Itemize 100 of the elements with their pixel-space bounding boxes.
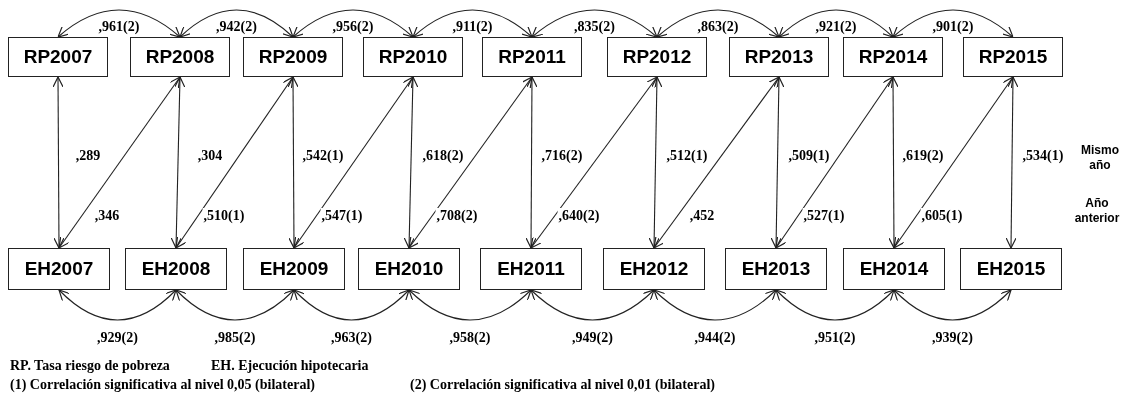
edge-label: ,929(2)	[96, 330, 139, 346]
variable-box	[603, 248, 705, 290]
double-arrow	[770, 76, 785, 249]
double-arrow	[57, 9, 181, 38]
double-arrow	[775, 289, 895, 321]
edge-label: ,289	[74, 148, 102, 164]
edge-label: ,716(2)	[540, 148, 584, 164]
footnote: RP. Tasa riesgo de pobreza	[10, 358, 170, 374]
variable-box	[480, 248, 582, 290]
edge-label: ,512(1)	[665, 148, 709, 164]
variable-name: RP2013	[744, 46, 814, 68]
variable-name: EH2007	[24, 258, 94, 280]
double-arrow	[293, 289, 410, 321]
edge-label: ,346	[93, 208, 121, 224]
double-arrow	[52, 76, 65, 249]
variable-box	[130, 37, 230, 77]
edge-label: ,985(2)	[213, 330, 257, 346]
double-arrow	[530, 289, 655, 321]
double-arrow	[403, 76, 419, 249]
footnote: (2) Correlación significativa al nivel 0,01 (bilateral)	[410, 377, 715, 393]
double-arrow	[778, 9, 894, 38]
edge-label: ,911(2)	[451, 19, 494, 35]
edge-label: ,949(2)	[571, 330, 614, 346]
double-arrow	[58, 76, 181, 249]
edge-label: ,961(2)	[97, 19, 141, 35]
double-arrow	[412, 9, 533, 38]
edge-label: ,939(2)	[931, 330, 974, 346]
double-arrow	[293, 76, 414, 249]
variable-name: EH2012	[619, 258, 689, 280]
variable-name: EH2008	[141, 258, 211, 280]
double-arrow	[648, 76, 663, 249]
edge-label: ,863(2)	[696, 19, 740, 35]
variable-name: EH2011	[497, 258, 565, 280]
variable-name: EH2013	[741, 258, 811, 280]
variable-box	[8, 37, 108, 77]
variable-name: RP2012	[622, 46, 692, 68]
double-arrow	[287, 76, 300, 249]
variable-name: RP2009	[258, 46, 328, 68]
footnote: (1) Correlación significativa al nivel 0,05 (bilateral)	[10, 377, 315, 393]
edge-label: ,527(1)	[802, 208, 846, 224]
edge-label: ,640(2)	[557, 208, 601, 224]
variable-box	[960, 248, 1062, 290]
variable-box	[725, 248, 827, 290]
edge-label: ,304	[196, 148, 224, 164]
variable-name: RP2008	[145, 46, 215, 68]
edge-label: ,835(2)	[573, 19, 616, 35]
variable-name: RP2014	[858, 46, 928, 68]
edge-label: ,956(2)	[331, 19, 375, 35]
edge-label: ,963(2)	[330, 330, 373, 346]
edge-label: ,921(2)	[814, 19, 858, 35]
variable-box	[125, 248, 227, 290]
variable-box	[243, 248, 345, 290]
double-arrow	[656, 9, 780, 38]
edge-label: ,958(2)	[448, 330, 492, 346]
double-arrow	[893, 289, 1012, 321]
variable-box	[243, 37, 343, 77]
double-arrow	[408, 76, 533, 249]
double-arrow	[893, 76, 1014, 249]
double-arrow	[175, 76, 294, 249]
edge-label: ,510(1)	[202, 208, 246, 224]
variable-name: EH2010	[374, 258, 444, 280]
edge-label: ,951(2)	[813, 330, 857, 346]
edge-label: ,547(1)	[320, 208, 364, 224]
variable-box	[8, 248, 110, 290]
edge-label: ,942(2)	[215, 19, 258, 35]
variable-box	[843, 248, 945, 290]
double-arrow	[531, 9, 658, 38]
double-arrow	[653, 76, 780, 249]
edge-label: ,452	[688, 208, 716, 224]
variable-box	[963, 37, 1063, 77]
variable-box	[729, 37, 829, 77]
edge-label: ,534(1)	[1021, 148, 1065, 164]
variable-name: EH2014	[859, 258, 929, 280]
double-arrow	[775, 76, 894, 249]
variable-box	[843, 37, 943, 77]
variable-box	[607, 37, 707, 77]
edge-label: ,618(2)	[421, 148, 465, 164]
variable-name: RP2015	[978, 46, 1048, 68]
variable-box	[482, 37, 582, 77]
row-label: Mismo año	[1080, 143, 1120, 173]
variable-name: RP2011	[498, 46, 566, 68]
double-arrow	[892, 9, 1014, 38]
double-arrow	[1005, 76, 1019, 249]
variable-name: RP2010	[378, 46, 448, 68]
double-arrow	[408, 289, 532, 321]
double-arrow	[175, 289, 295, 321]
double-arrow	[653, 289, 777, 321]
edge-label: ,944(2)	[693, 330, 737, 346]
edge-label: ,605(1)	[920, 208, 964, 224]
row-label: Año anterior	[1073, 196, 1121, 226]
edge-label: ,509(1)	[787, 148, 831, 164]
double-arrow	[525, 76, 538, 249]
footnote: EH. Ejecución hipotecaria	[211, 358, 369, 374]
double-arrow	[58, 289, 177, 321]
variable-name: EH2015	[976, 258, 1046, 280]
double-arrow	[170, 76, 186, 249]
variable-name: EH2009	[259, 258, 329, 280]
double-arrow	[292, 9, 414, 38]
edge-label: ,901(2)	[931, 19, 975, 35]
variable-box	[358, 248, 460, 290]
